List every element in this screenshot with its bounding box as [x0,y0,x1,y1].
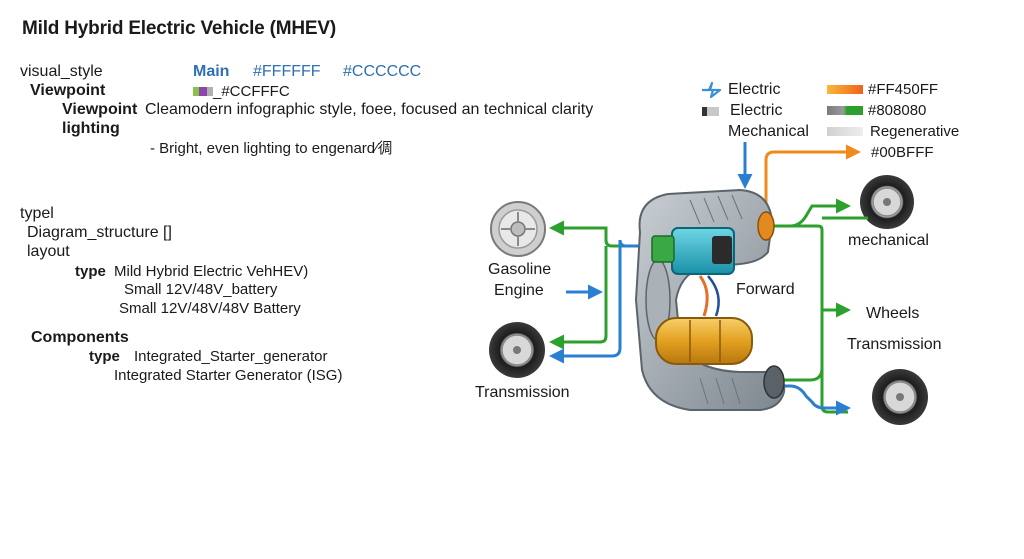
viewpoint-swatch-purple [199,87,207,96]
orange-flow-line [764,144,861,210]
legend-hex-1: #FF450FF [868,81,939,98]
right-bottom-tire-icon [872,369,928,425]
type-value: Mild Hybrid Electric VehHEV) [114,263,309,280]
diagram-structure-key: Diagram_structure [] [27,224,172,241]
blue-flow-lines [549,142,851,416]
page-title: Mild Hybrid Electric Vehicle (MHEV) [22,18,336,39]
legend-hex-2: #808080 [868,102,927,119]
main-color-1: #FFFFFF [253,63,321,80]
label-transmission-right: Transmission [847,336,942,353]
gasoline-engine-icon [490,201,546,257]
right-top-tire-icon [860,175,914,229]
legend-electric-gray-swatch [707,107,719,116]
label-wheels: Wheels [866,305,920,322]
lightning-icon [700,81,722,103]
type-key: type [75,263,106,280]
lighting-key: lighting [62,120,120,137]
battery-pack [655,317,753,365]
label-forward: Forward [736,281,795,298]
visual-style-key: visual_style [20,63,103,80]
legend-mechanical: Mechanical [728,123,809,140]
legend-light-swatch [827,127,863,136]
green-flow-lines [549,198,868,414]
legend-gray-green-swatch [827,106,863,115]
components-key: Components [31,329,129,346]
component-type-key: type [89,348,120,365]
viewpoint-swatch-text: _#CCFFFC [213,83,290,100]
label-engine: Engine [494,282,544,299]
powertrain-assembly [634,188,786,411]
layout-key: layout [27,243,70,260]
component-full-name: Integrated Starter Generator (ISG) [114,367,343,384]
battery-line-1: Small 12V/48V_battery [124,281,278,298]
viewpoint-key-2: Viewpoint [62,101,138,118]
viewpoint-value: Cleamodern infographic style, foee, focu… [145,101,594,118]
legend-orange-swatch [827,85,863,94]
main-label: Main [193,63,230,80]
left-tire-icon [489,322,545,378]
legend-regenerative: Regenerative [870,123,960,140]
typel-key: typel [20,205,54,222]
viewpoint-swatch-gray [207,87,213,96]
viewpoint-key: Viewpoint [30,82,106,99]
label-mechanical-right: mechanical [848,232,929,249]
legend-electric-dark-swatch [702,107,707,116]
main-color-2: #CCCCCC [343,63,422,80]
legend-electric-2: Electric [730,102,783,119]
viewpoint-swatch-green [193,87,199,96]
lighting-value: - Bright, even lighting to engenard⁄徟 [150,140,393,157]
label-gasoline: Gasoline [488,261,552,278]
legend-electric-1: Electric [728,81,781,98]
label-transmission-left: Transmission [475,384,570,401]
legend-hex-3: #00BFFF [871,144,934,161]
battery-line-2: Small 12V/48V/48V Battery [119,300,301,317]
component-type-value: Integrated_Starter_generator [134,348,328,365]
